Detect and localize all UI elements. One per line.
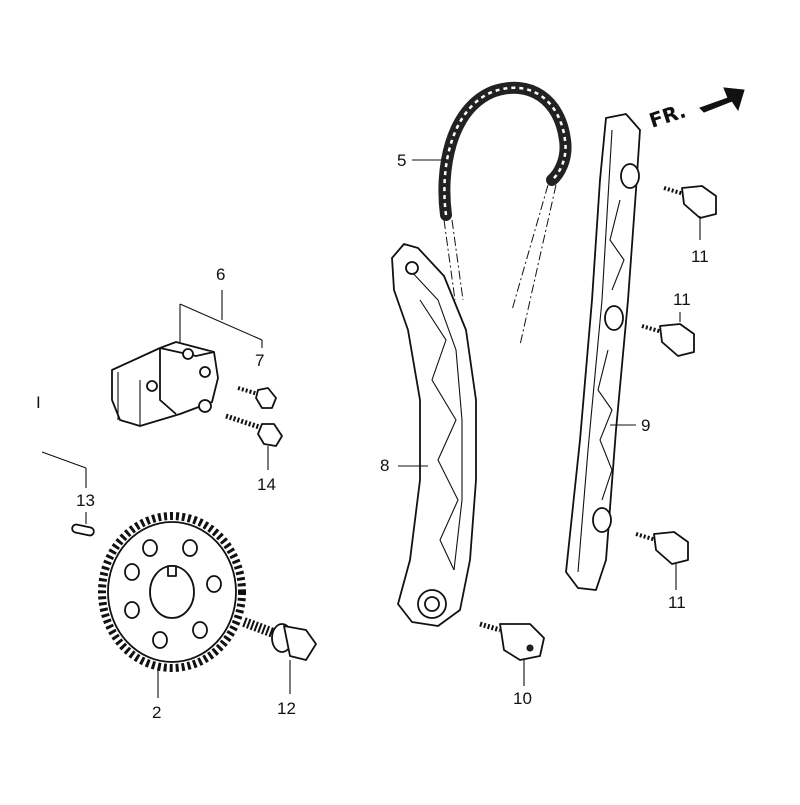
dowel-pin-13 — [71, 523, 95, 537]
callout-13: 13 — [76, 491, 95, 510]
callout-9: 9 — [641, 416, 650, 435]
callout-5: 5 — [397, 151, 406, 170]
guide-bolt-11-bottom — [635, 531, 689, 565]
front-direction-indicator: FR. — [646, 87, 745, 133]
callout-11-middle: 11 — [673, 290, 691, 309]
callout-6: 6 — [216, 265, 225, 284]
callout-7: 7 — [255, 351, 264, 370]
callout-labels: 5 6 7 8 9 10 11 11 11 12 13 14 2 I — [36, 151, 709, 722]
sprocket-bolt-12 — [242, 617, 317, 661]
cam-sprocket-2 — [98, 512, 246, 672]
front-arrow-icon — [699, 87, 745, 113]
cam-chain-tensioner-lifter-6 — [111, 341, 219, 427]
cam-chain-guide-9 — [565, 113, 641, 591]
tensioner-bolt-14 — [225, 413, 283, 447]
guide-bolt-11-top — [663, 185, 717, 219]
callout-8: 8 — [380, 456, 389, 475]
callout-2: 2 — [152, 703, 161, 722]
callout-11-top: 11 — [691, 247, 709, 266]
callout-11-bottom: 11 — [668, 593, 686, 612]
leader-lines — [41, 159, 701, 698]
callout-10: 10 — [513, 689, 532, 708]
direction-label: FR. — [646, 98, 689, 132]
callout-14: 14 — [257, 475, 276, 494]
pivot-bolt-10 — [479, 621, 545, 661]
cam-chain — [438, 81, 572, 346]
tensioner-bolt-7 — [237, 386, 277, 409]
callout-12: 12 — [277, 699, 296, 718]
guide-bolt-11-middle — [641, 323, 695, 357]
cam-chain-tensioner-arm-8 — [391, 243, 477, 627]
callout-i: I — [36, 393, 41, 412]
